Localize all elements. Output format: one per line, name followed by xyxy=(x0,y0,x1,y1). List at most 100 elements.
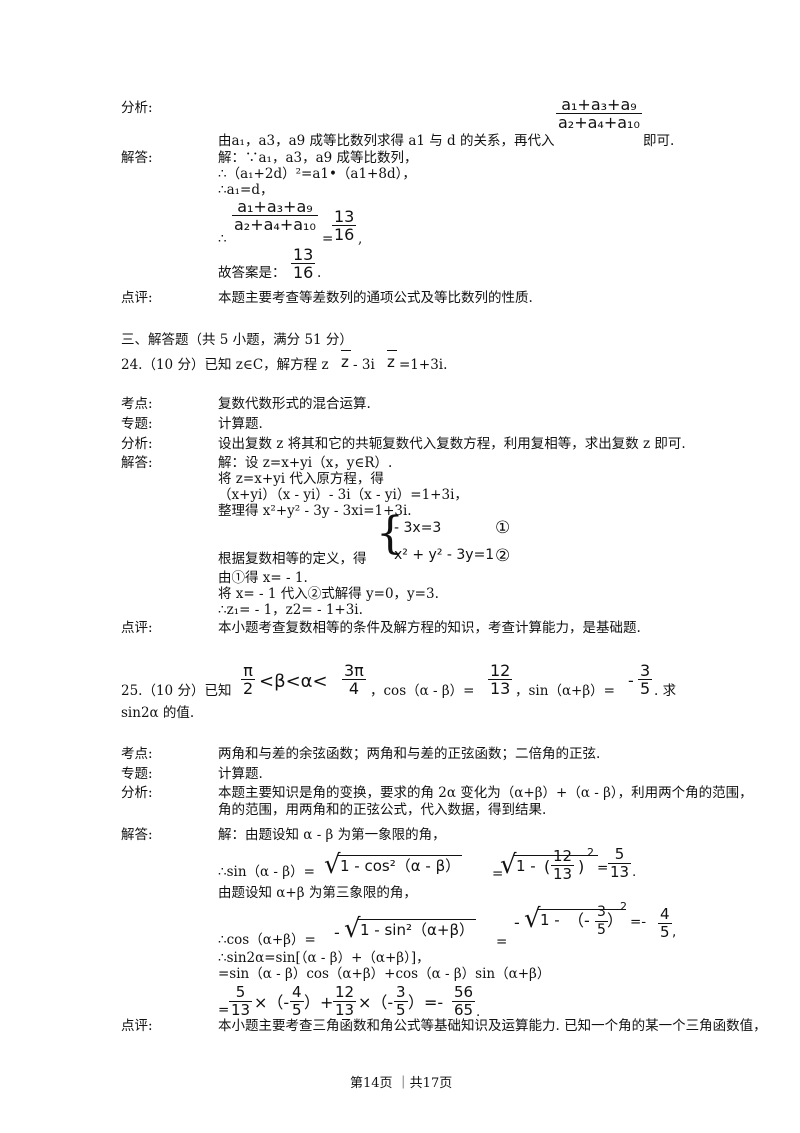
q25-root-sign-4: √ xyxy=(524,904,541,934)
answer-label: 解答: xyxy=(121,150,153,166)
answer-result-fraction: 13 16 xyxy=(332,207,357,244)
q25-inequality: <β<α< xyxy=(259,671,328,692)
q25-cos-prefix: ∴cos（α+β）= xyxy=(218,932,316,948)
q25-jieda-label: 解答: xyxy=(121,827,153,843)
answer-comma: , xyxy=(358,231,363,247)
answer-line-1: 解：∵a₁，a3，a9 成等比数列， xyxy=(218,150,418,166)
q25-paren-close-2: ） xyxy=(607,911,624,930)
analysis-fraction: a₁+a₃+a₉ a₂+a₄+a₁₀ xyxy=(556,95,642,132)
section-heading: 三、解答题（共 5 小题，满分 51 分） xyxy=(121,332,353,348)
analysis-text: 由a₁，a3，a9 成等比数列求得 a1 与 d 的关系，再代入 xyxy=(218,133,555,149)
q25-tail: . 求 xyxy=(654,683,677,699)
q24-conjugate-bar-2 xyxy=(387,350,397,351)
q24-step-1: 解：设 z=x+yi（x，y∈R）. xyxy=(218,455,393,471)
final-answer-label: 故答案是： xyxy=(218,265,286,281)
q24-step-6: 由①得 x= - 1. xyxy=(218,570,308,586)
q24-conjugate-bar-1 xyxy=(341,350,351,351)
q25-final-frac-2: 4 5 xyxy=(290,983,304,1019)
q25-final-frac-3: 12 13 xyxy=(333,983,357,1019)
q25-fenxi-1: 本题主要知识是角的变换，要求的角 2α 变化为（α+β）+（α - β），利用两… xyxy=(218,785,753,801)
q25-step-3: 由题设知 α+β 为第三象限的角， xyxy=(218,885,417,901)
q24-system-eq-1: - 3x=3 xyxy=(394,520,442,536)
q25-root-2: 1 - xyxy=(514,855,598,880)
q25-final-result: 56 65 xyxy=(452,983,476,1019)
q24-dianping-label: 点评: xyxy=(121,620,153,636)
q25-inner-frac-2: 3 5 xyxy=(595,904,608,938)
q25-minus: - xyxy=(628,671,634,690)
q25-frac-pi-2: π 2 xyxy=(241,661,256,698)
q24-zbar-2: z xyxy=(387,353,395,371)
q24-step-5: 根据复数相等的定义，得 xyxy=(218,551,367,567)
q25-kaodian-label: 考点: xyxy=(121,746,153,762)
q25-fenxi-2: 角的范围，用两角和的正弦公式，代入数据，得到结果. xyxy=(218,802,547,818)
q25-neg-root-2: - xyxy=(514,913,520,932)
q25-paren-close-1: ) xyxy=(578,857,585,876)
q25-line-2: sin2α 的值. xyxy=(121,705,195,721)
q24-kaodian-label: 考点: xyxy=(121,396,153,412)
q24-step-8: ∴z₁= - 1，z2= - 1+3i. xyxy=(218,602,363,618)
q25-sin-prefix: ∴sin（α - β）= xyxy=(218,864,315,880)
q25-square-2: 2 xyxy=(620,900,627,913)
q25-comma-2: , xyxy=(672,924,677,940)
q25-final-dot: . xyxy=(476,1004,481,1020)
q25-inner-frac-1: 12 13 xyxy=(551,847,575,883)
q25-zhuanti: 计算题. xyxy=(218,766,263,782)
q25-kaodian: 两角和与差的余弦函数；两角和与差的正弦函数；二倍角的正弦. xyxy=(218,746,601,762)
q25-cos: ，cos（α - β）= xyxy=(370,683,475,699)
q25-root-1: 1 - cos²（α - β） xyxy=(338,855,463,875)
page-footer: 第14页 ｜共17页 xyxy=(350,1076,453,1091)
q25-result-frac-2: 4 5 xyxy=(658,905,672,941)
q24-question-b: - 3i xyxy=(353,357,375,373)
q25-sin: ，sin（α+β）= xyxy=(515,683,615,699)
analysis-label: 分析: xyxy=(121,100,153,116)
q25-final-frac-1: 5 13 xyxy=(229,983,253,1019)
q24-zbar-1: z xyxy=(341,353,349,371)
q25-close-eq: ）=- xyxy=(408,993,444,1012)
q25-times-2: ×（- xyxy=(358,993,394,1012)
answer-fraction: a₁+a₃+a₉ a₂+a₄+a₁₀ xyxy=(232,197,318,234)
q24-step-2: 将 z=x+yi 代入原方程，得 xyxy=(218,471,384,487)
q25-eq-1: = xyxy=(492,866,504,882)
q24-zhuanti: 计算题. xyxy=(218,416,263,432)
q24-fenxi: 设出复数 z 将其和它的共轭复数代入复数方程，利用复相等，求出复数 z 即可. xyxy=(218,436,686,452)
q25-frac-12-13: 12 13 xyxy=(488,661,513,698)
q25-neg-root-1: - xyxy=(334,923,340,942)
q24-dianping: 本小题考查复数相等的条件及解方程的知识，考查计算能力，是基础题. xyxy=(218,620,641,636)
q24-fenxi-label: 分析: xyxy=(121,436,153,452)
q25-eq-2: = xyxy=(496,934,508,950)
q25-dot-1: . xyxy=(632,864,637,880)
q24-step-7: 将 x= - 1 代入②式解得 y=0，y=3. xyxy=(218,586,439,602)
comment-label: 点评: xyxy=(121,290,153,306)
q25-root-4: 1 - xyxy=(538,909,626,934)
q24-kaodian: 复数代数形式的混合运算. xyxy=(218,396,371,412)
q25-root-3: 1 - sin²（α+β） xyxy=(358,919,477,939)
q25-final-eq: = xyxy=(218,1002,230,1018)
q25-step-5: ∴sin2α=sin[（α - β）+（α+β）]， xyxy=(218,950,430,966)
q25-plus: ）+ xyxy=(304,993,334,1012)
q25-frac-3-5: 3 5 xyxy=(638,661,653,698)
q25-square-1: 2 xyxy=(587,846,594,859)
q25-fenxi-label: 分析: xyxy=(121,785,153,801)
q24-question-c: =1+3i. xyxy=(399,357,448,373)
q25-eq-1b: = xyxy=(597,860,609,876)
q25-prefix: 25.（10 分）已知 xyxy=(121,683,232,699)
q24-circle-2: ② xyxy=(495,546,511,566)
q24-jieda-label: 解答: xyxy=(121,455,153,471)
q25-times-1: ×（- xyxy=(254,993,290,1012)
q24-step-4: 整理得 x²+y² - 3y - 3xi=1+3i. xyxy=(218,503,412,519)
q25-step-6: =sin（α - β）cos（α+β）+cos（α - β）sin（α+β） xyxy=(218,966,551,982)
q25-root-sign-2: √ xyxy=(500,850,517,880)
q25-dianping: 本小题主要考查三角函数和角公式等基础知识及运算能力. 已知一个角的某一个三角函数… xyxy=(218,1018,767,1034)
answer-line-3: ∴a₁=d， xyxy=(218,182,274,198)
answer-equals: = xyxy=(322,231,334,247)
q24-system-brace: { xyxy=(376,508,404,559)
q25-paren-open-2: （- xyxy=(568,911,590,930)
q24-step-3: （x+yi）（x - yi）- 3i（x - yi）=1+3i， xyxy=(218,487,468,503)
answer-therefore: ∴ xyxy=(218,231,227,247)
q25-result-frac-1: 5 13 xyxy=(608,845,632,881)
final-answer-fraction: 13 16 xyxy=(291,245,316,282)
q25-zhuanti-label: 专题: xyxy=(121,766,153,782)
analysis-tail: 即可. xyxy=(643,133,675,149)
q24-circle-1: ① xyxy=(495,518,511,538)
final-answer-dot: . xyxy=(317,265,322,281)
